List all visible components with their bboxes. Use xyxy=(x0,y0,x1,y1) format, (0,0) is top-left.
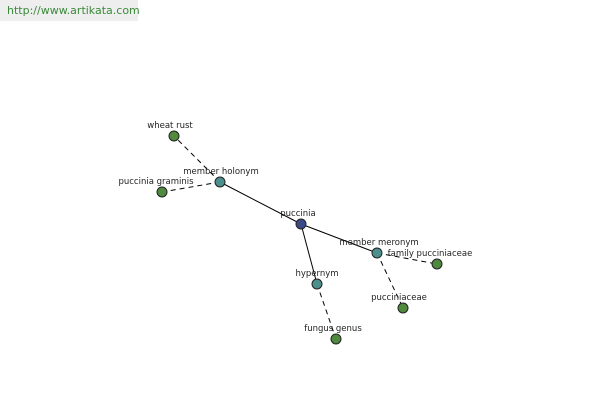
node-label-hypernym[interactable]: hypernym xyxy=(295,269,338,279)
node-hypernym[interactable] xyxy=(311,278,323,290)
edge-hypernym-fungus-genus xyxy=(316,283,337,340)
node-label-puccinia-graminis[interactable]: puccinia graminis xyxy=(118,177,194,187)
edge-puccinia-member-meronym xyxy=(300,223,378,254)
node-wheat-rust[interactable] xyxy=(168,130,180,142)
node-label-puccinia[interactable]: puccinia xyxy=(280,209,315,219)
edge-member-meronym-pucciniaceae xyxy=(376,252,404,309)
edge-member-meronym-family-pucciniaceae xyxy=(376,252,438,265)
node-puccinia-graminis[interactable] xyxy=(156,186,168,198)
edge-member-holonym-wheat-rust xyxy=(173,135,221,183)
node-label-fungus-genus[interactable]: fungus genus xyxy=(304,324,362,334)
url-bar: http://www.artikata.com xyxy=(0,0,140,21)
node-member-meronym[interactable] xyxy=(371,247,383,259)
node-label-member-meronym[interactable]: member meronym xyxy=(339,238,418,248)
edge-puccinia-hypernym xyxy=(300,223,318,285)
node-label-family-pucciniaceae[interactable]: family pucciniaceae xyxy=(388,249,473,259)
node-label-wheat-rust[interactable]: wheat rust xyxy=(147,121,193,131)
node-family-pucciniaceae[interactable] xyxy=(431,258,443,270)
graph-edges xyxy=(161,135,438,340)
node-label-pucciniaceae[interactable]: pucciniaceae xyxy=(371,293,427,303)
node-label-member-holonym[interactable]: member holonym xyxy=(183,167,258,177)
node-member-holonym[interactable] xyxy=(214,176,226,188)
node-pucciniaceae[interactable] xyxy=(397,302,409,314)
node-fungus-genus[interactable] xyxy=(330,333,342,345)
edge-puccinia-member-holonym xyxy=(219,181,302,225)
graph-nodes: puccinia member holonym member meronym hype… xyxy=(118,121,473,345)
edge-member-holonym-puccinia-graminis xyxy=(161,181,221,193)
node-puccinia[interactable] xyxy=(295,218,307,230)
site-url-link[interactable]: http://www.artikata.com xyxy=(7,4,140,17)
